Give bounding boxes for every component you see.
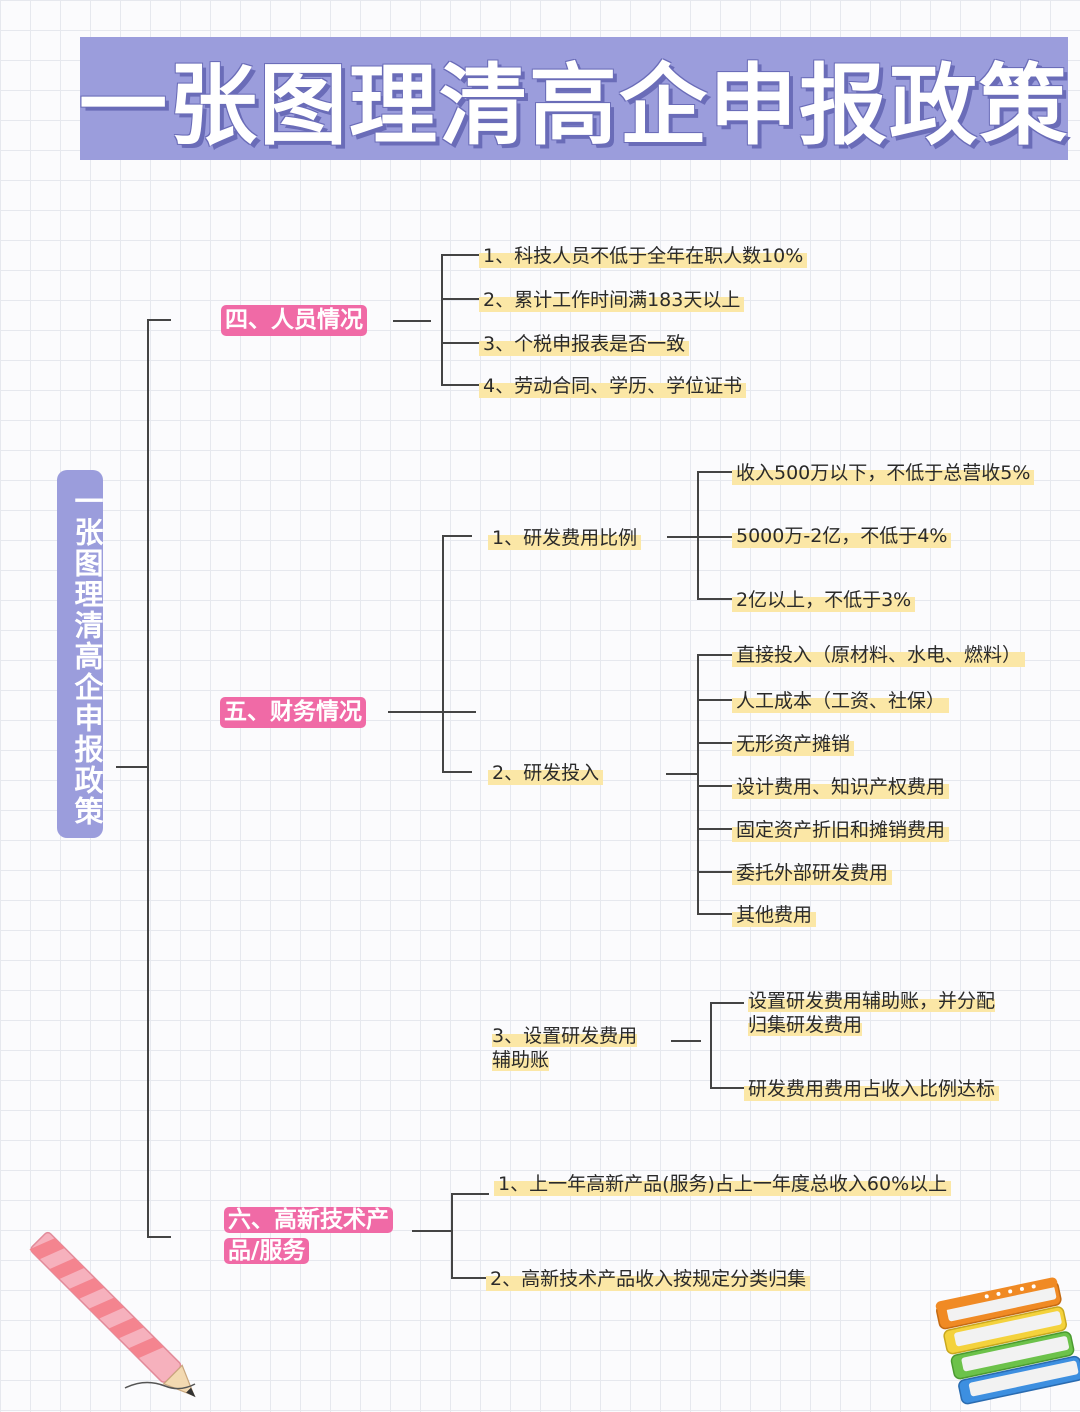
list-item: 委托外部研发费用 [732, 859, 893, 885]
connector-line [710, 1002, 712, 1088]
subcategory-line: 辅助账 [492, 1049, 550, 1071]
category-line: 品/服务 [224, 1238, 310, 1264]
connector-line [697, 742, 733, 744]
connector-line [116, 766, 148, 768]
connector-line [697, 699, 733, 701]
list-item: 2、累计工作时间满183天以上 [479, 286, 745, 312]
connector-line [697, 654, 699, 914]
list-item: 收入500万以下，不低于总营收5% [732, 459, 1035, 485]
connector-line [697, 654, 733, 656]
connector-line [451, 1277, 489, 1279]
connector-line [441, 298, 481, 300]
connector-line [697, 785, 733, 787]
connector-line [451, 1193, 489, 1195]
connector-line [441, 384, 481, 386]
connector-line [442, 535, 444, 772]
list-item: 无形资产摊销 [732, 730, 855, 756]
connector-line [671, 1040, 701, 1042]
list-item-line: 归集研发费用 [748, 1014, 863, 1036]
connector-line [441, 254, 481, 256]
connector-line [667, 536, 733, 538]
list-item: 研发费用费用占收入比例达标 [744, 1075, 1000, 1101]
connector-line [697, 828, 733, 830]
connector-line [442, 535, 472, 537]
list-item-line: 设置研发费用辅助账，并分配 [748, 990, 996, 1012]
category-personnel: 四、人员情况 [221, 305, 367, 336]
root-label: 一张图理清高企申报政策 [70, 485, 104, 827]
connector-line [710, 1087, 744, 1089]
category-hightech-products: 六、高新技术产 品/服务 [220, 1204, 397, 1268]
connector-line [666, 773, 698, 775]
connector-line [412, 1230, 452, 1232]
page-title: 一张图理清高企申报政策 [79, 54, 1070, 157]
category-line: 六、高新技术产 [224, 1207, 393, 1233]
connector-line [697, 913, 733, 915]
connector-line [697, 871, 733, 873]
list-item: 其他费用 [732, 901, 817, 927]
connector-line [147, 319, 171, 321]
list-item: 固定资产折旧和摊销费用 [732, 816, 950, 842]
list-item: 4、劳动合同、学历、学位证书 [479, 372, 747, 398]
connector-line [147, 319, 149, 1237]
connector-line [451, 1193, 453, 1278]
connector-line [147, 1236, 171, 1238]
connector-line [710, 1002, 744, 1004]
books-icon [935, 1277, 1080, 1405]
list-item: 2亿以上，不低于3% [732, 586, 916, 612]
list-item: 3、个税申报表是否一致 [479, 330, 690, 356]
list-item: 1、上一年高新产品(服务)占上一年度总收入60%以上 [494, 1170, 952, 1196]
subcategory-rd-investment: 2、研发投入 [488, 759, 604, 785]
connector-line [697, 471, 699, 599]
list-item: 1、科技人员不低于全年在职人数10% [479, 242, 808, 268]
connector-line [697, 598, 733, 600]
list-item: 直接投入（原材料、水电、燃料） [732, 641, 1026, 667]
subcategory-line: 3、设置研发费用 [492, 1025, 638, 1047]
subcategory-rd-ledger: 3、设置研发费用 辅助账 [488, 1022, 641, 1072]
title-banner: 一张图理清高企申报政策 [79, 37, 1070, 160]
list-item: 5000万-2亿，不低于4% [732, 522, 952, 548]
connector-line [697, 471, 733, 473]
list-item: 2、高新技术产品收入按规定分类归集 [486, 1265, 811, 1291]
pencil-icon [29, 1231, 196, 1398]
category-finance: 五、财务情况 [220, 697, 366, 728]
connector-line [393, 320, 431, 322]
connector-line [442, 771, 472, 773]
root-node: 一张图理清高企申报政策 [57, 470, 104, 838]
connector-line [388, 711, 476, 713]
list-item: 设置研发费用辅助账，并分配 归集研发费用 [744, 987, 999, 1037]
connector-line [441, 342, 481, 344]
subcategory-rd-ratio: 1、研发费用比例 [488, 524, 642, 550]
list-item: 人工成本（工资、社保） [732, 687, 950, 713]
connector-line [441, 254, 443, 385]
list-item: 设计费用、知识产权费用 [732, 773, 950, 799]
